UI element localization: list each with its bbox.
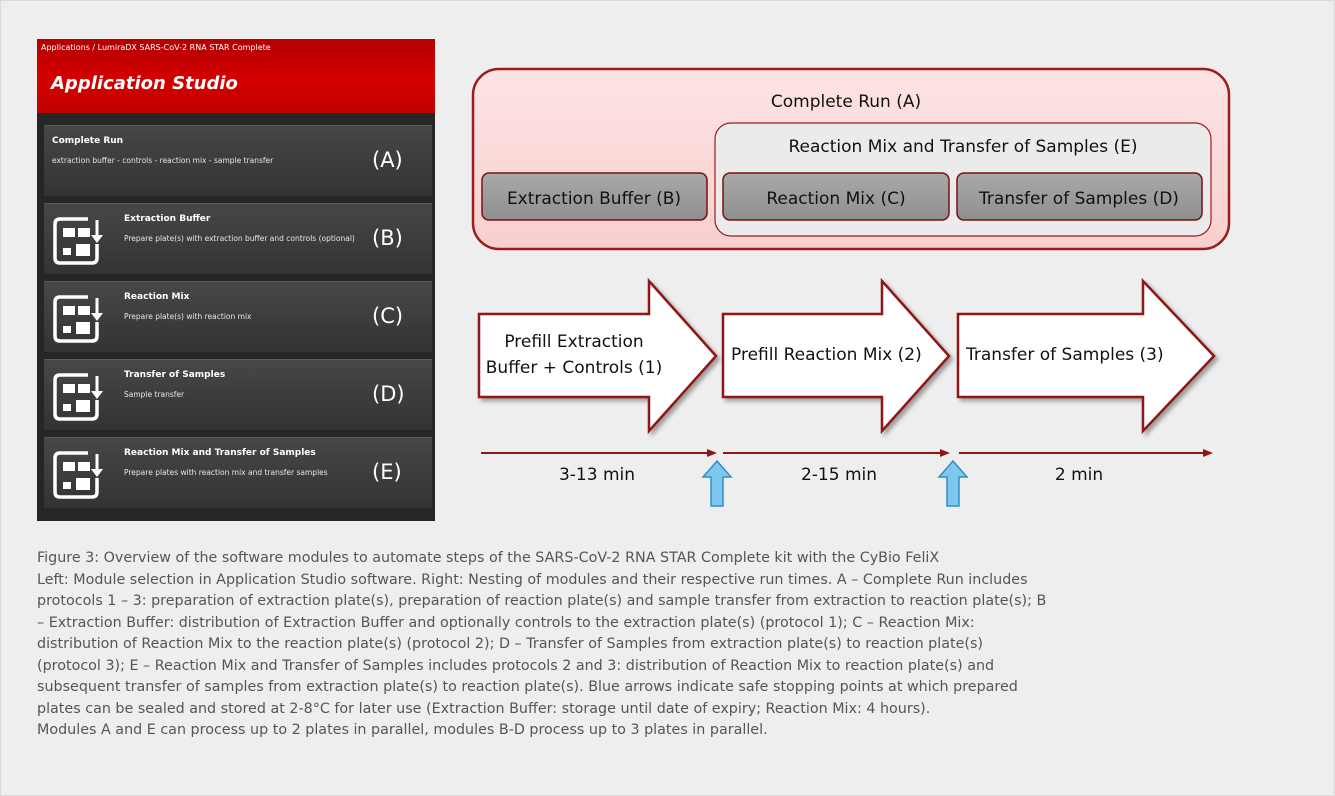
reaction-mix-box-label: Reaction Mix (C): [766, 189, 905, 209]
transfer-of-samples-box: [956, 172, 1203, 221]
module-item-complete-run[interactable]: Complete Run extraction buffer - control…: [44, 125, 432, 196]
module-letter: (E): [372, 460, 402, 484]
process-arrow-1: [477, 277, 718, 435]
reaction-mix-box: [722, 172, 950, 221]
time-label-3: 2 min: [1055, 465, 1103, 485]
caption-line: – Extraction Buffer: distribution of Ext…: [37, 614, 975, 631]
reaction-mix-and-transfer-label: Reaction Mix and Transfer of Samples (E): [788, 137, 1137, 157]
module-nesting-diagram: Complete Run (A) Reaction Mix and Transf…: [471, 67, 1231, 507]
module-item-extraction-buffer[interactable]: Extraction Buffer Prepare plate(s) with …: [44, 203, 432, 274]
module-title: Complete Run: [52, 136, 124, 146]
module-letter: (D): [372, 382, 405, 406]
caption-line: protocols 1 – 3: preparation of extracti…: [37, 593, 1047, 609]
plate-arrow-icon: [53, 451, 103, 499]
time-label-2: 2-15 min: [801, 465, 877, 485]
breadcrumb[interactable]: Applications / LumiraDX SARS-CoV-2 RNA S…: [41, 43, 271, 52]
module-description: Prepare plates with reaction mix and tra…: [124, 468, 328, 477]
module-title: Reaction Mix: [124, 292, 190, 302]
plate-arrow-icon: [53, 373, 103, 421]
transfer-of-samples-box-label: Transfer of Samples (D): [978, 189, 1179, 209]
module-letter: (B): [372, 226, 403, 250]
module-item-transfer-of-samples[interactable]: Transfer of Samples Sample transfer (D): [44, 359, 432, 430]
process-arrow-3-label: Transfer of Samples (3): [965, 345, 1164, 365]
extraction-buffer-box: [481, 172, 708, 221]
complete-run-label: Complete Run (A): [771, 92, 921, 112]
plate-arrow-icon: [53, 295, 103, 343]
module-title: Transfer of Samples: [124, 370, 226, 380]
time-label-1: 3-13 min: [559, 465, 635, 485]
module-letter: (C): [372, 304, 404, 328]
module-description: Prepare plate(s) with extraction buffer …: [124, 234, 355, 243]
extraction-buffer-box-label: Extraction Buffer (B): [507, 189, 681, 209]
caption-line: (protocol 3); E – Reaction Mix and Trans…: [37, 657, 995, 674]
caption-line: Left: Module selection in Application St…: [37, 571, 1028, 588]
module-item-reaction-mix-and-transfer[interactable]: Reaction Mix and Transfer of Samples Pre…: [44, 437, 432, 508]
application-studio-screenshot: Applications / LumiraDX SARS-CoV-2 RNA S…: [37, 39, 435, 521]
module-letter: (A): [372, 148, 403, 172]
plate-arrow-icon: [53, 217, 103, 265]
caption-line: plates can be sealed and stored at 2-8°C…: [37, 700, 931, 717]
process-arrow-2: [721, 277, 951, 435]
process-arrow-3: [956, 277, 1216, 435]
process-arrow-2-label: Prefill Reaction Mix (2): [731, 345, 922, 365]
safe-stop-arrow-1: [701, 459, 733, 507]
timeline-segment-2: [723, 449, 950, 457]
figure-caption: Figure 3: Overview of the software modul…: [37, 548, 1327, 742]
caption-line: Modules A and E can process up to 2 plat…: [37, 722, 768, 738]
module-description: Sample transfer: [124, 390, 185, 399]
module-description: extraction buffer - controls - reaction …: [52, 156, 274, 165]
module-title: Extraction Buffer: [124, 214, 211, 224]
app-header: Applications / LumiraDX SARS-CoV-2 RNA S…: [37, 39, 435, 113]
timeline-segment-3: [959, 449, 1213, 457]
module-list: Complete Run extraction buffer - control…: [37, 113, 435, 521]
module-title: Reaction Mix and Transfer of Samples: [124, 448, 316, 458]
process-arrow-1-label-line1: Prefill Extraction: [504, 332, 643, 352]
caption-line: subsequent transfer of samples from extr…: [37, 679, 1018, 695]
app-title: Application Studio: [51, 73, 238, 94]
module-item-reaction-mix[interactable]: Reaction Mix Prepare plate(s) with react…: [44, 281, 432, 352]
module-description: Prepare plate(s) with reaction mix: [124, 312, 252, 321]
process-arrow-1-label-line2: Buffer + Controls (1): [486, 358, 662, 378]
safe-stop-arrow-2: [937, 459, 969, 507]
timeline-segment-1: [481, 449, 717, 457]
caption-line: distribution of Reaction Mix to the reac…: [37, 636, 983, 652]
caption-line: Figure 3: Overview of the software modul…: [37, 550, 940, 566]
